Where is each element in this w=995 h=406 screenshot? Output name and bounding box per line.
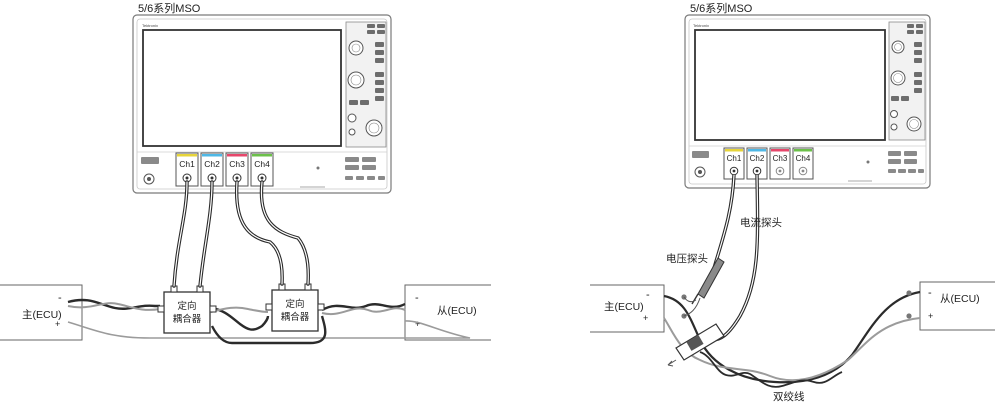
right-knob-icon <box>891 40 905 54</box>
left-scope-brand: Tektronix <box>142 23 158 28</box>
left-scope-screen <box>142 29 342 147</box>
twisted-pair-label: 双绞线 <box>773 390 805 403</box>
left-title: 5/6系列MSO <box>138 1 201 15</box>
right-ch4-box <box>792 147 814 180</box>
left-slave-minus: - <box>415 292 419 304</box>
right-channel-strip: Ch1 Ch2 Ch3 Ch4 <box>723 147 814 180</box>
right-ch2-label: Ch2 <box>750 154 765 163</box>
left-coupler-2-line1: 定向 <box>285 298 304 310</box>
left-master-ecu: 主(ECU) - + <box>0 284 83 341</box>
left-ch4-label: Ch4 <box>254 159 270 169</box>
left-ch3-label: Ch3 <box>229 159 245 169</box>
right-master-plus: + <box>643 313 648 323</box>
right-slave-ecu: 从(ECU) - + <box>919 281 995 331</box>
left-slave-label: 从(ECU) <box>437 305 477 317</box>
current-probe-label: 电流探头 <box>740 216 782 229</box>
right-slave-label: 从(ECU) <box>940 293 980 305</box>
right-slave-plus: + <box>928 311 933 321</box>
left-oscilloscope: Tektronix <box>132 14 392 194</box>
left-diagram: 5/6系列MSO Tektronix <box>0 1 491 345</box>
left-coupler-1-line2: 耦合器 <box>173 313 202 325</box>
left-slave-plus: + <box>415 319 420 329</box>
left-coupler-2: 定向 耦合器 <box>265 283 325 332</box>
left-channel-strip: Ch1 Ch2 Ch3 Ch4 <box>175 152 274 187</box>
right-ch1-label: Ch1 <box>727 154 742 163</box>
right-oscilloscope: Tektronix <box>684 14 931 189</box>
left-master-plus: + <box>55 319 60 329</box>
voltage-probe-label: 电压探头 <box>666 252 708 265</box>
left-master-label: 主(ECU) <box>22 309 62 321</box>
left-coupler-1: 定向 耦合器 <box>157 285 217 334</box>
right-current-probe <box>667 323 725 367</box>
right-voltage-probe <box>683 257 725 317</box>
left-ch1-label: Ch1 <box>179 159 195 169</box>
right-master-label: 主(ECU) <box>604 301 644 313</box>
left-coupler-2-line2: 耦合器 <box>281 311 310 323</box>
left-knob-icon <box>348 40 364 56</box>
right-master-ecu: 主(ECU) - + <box>590 284 665 333</box>
left-master-minus: - <box>58 292 62 304</box>
right-ch3-box <box>769 147 791 180</box>
right-master-minus: - <box>646 289 650 301</box>
right-title: 5/6系列MSO <box>690 1 753 15</box>
left-coupler-1-line1: 定向 <box>177 300 196 312</box>
left-slave-ecu: 从(ECU) - + <box>404 284 491 341</box>
right-ch3-label: Ch3 <box>773 154 788 163</box>
right-diagram: 5/6系列MSO Tektronix <box>590 1 995 403</box>
right-scope-brand: Tektronix <box>693 23 709 28</box>
right-ch4-label: Ch4 <box>796 154 811 163</box>
right-slave-minus: - <box>928 287 932 299</box>
right-scope-screen <box>694 29 886 141</box>
left-ch2-label: Ch2 <box>204 159 220 169</box>
